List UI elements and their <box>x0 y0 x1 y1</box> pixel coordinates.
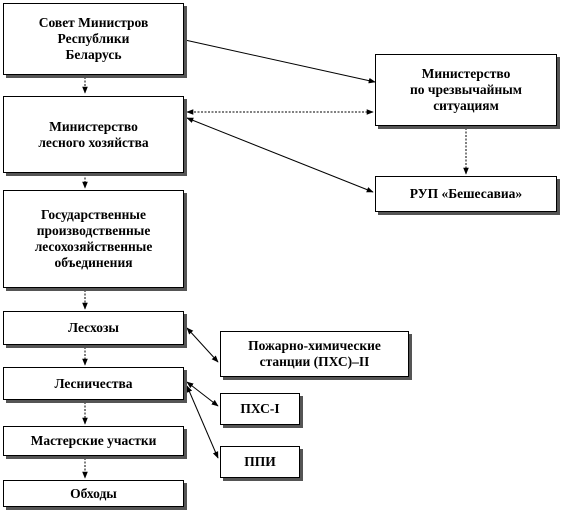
edge-leskhozy-pkhs2 <box>186 327 219 363</box>
node-lesnichestva: Лесничества <box>3 367 184 400</box>
node-workshops-label: Мастерские участки <box>30 433 157 448</box>
node-pkhs-1-label: ПХС-I <box>240 401 280 416</box>
edge-forestry-rup <box>186 117 374 193</box>
node-obkhody-label: Обходы <box>70 485 117 501</box>
node-forestry-ministry: Министерство лесного хозяйства <box>3 96 184 173</box>
node-leskhozy: Лесхозы <box>3 311 184 345</box>
edge-lesnichestva-ppi <box>186 385 219 459</box>
node-rup-beshesavia: РУП «Бешесавиа» <box>375 176 557 212</box>
node-pkhs-1: ПХС-I <box>220 393 300 425</box>
node-ppi: ППИ <box>220 446 300 478</box>
node-state-associations-label: Государственные производственные лесохоз… <box>34 207 153 270</box>
node-ppi-label: ППИ <box>244 454 276 469</box>
node-rup-beshesavia-label: РУП «Бешесавиа» <box>409 186 523 201</box>
edge-council-mchs <box>184 39 376 84</box>
node-council-of-ministers: Совет Министров Республики Беларусь <box>3 3 184 75</box>
node-council-of-ministers-label: Совет Министров Республики Беларусь <box>38 15 149 62</box>
node-obkhody: Обходы <box>3 480 184 507</box>
edge-lesnichestva-pkhs1 <box>186 381 219 407</box>
node-workshops: Мастерские участки <box>3 426 184 456</box>
node-pkhs-2: Пожарно-химические станции (ПХС)–II <box>220 331 409 377</box>
node-forestry-ministry-label: Министерство лесного хозяйства <box>38 118 149 150</box>
node-state-associations: Государственные производственные лесохоз… <box>3 190 184 288</box>
node-pkhs-2-label: Пожарно-химические станции (ПХС)–II <box>248 338 381 369</box>
node-mchs-label: Министерство по чрезвычайным ситуациям <box>410 66 522 113</box>
node-mchs: Министерство по чрезвычайным ситуациям <box>375 54 557 126</box>
node-leskhozy-label: Лесхозы <box>68 320 119 335</box>
node-lesnichestva-label: Лесничества <box>54 375 133 391</box>
